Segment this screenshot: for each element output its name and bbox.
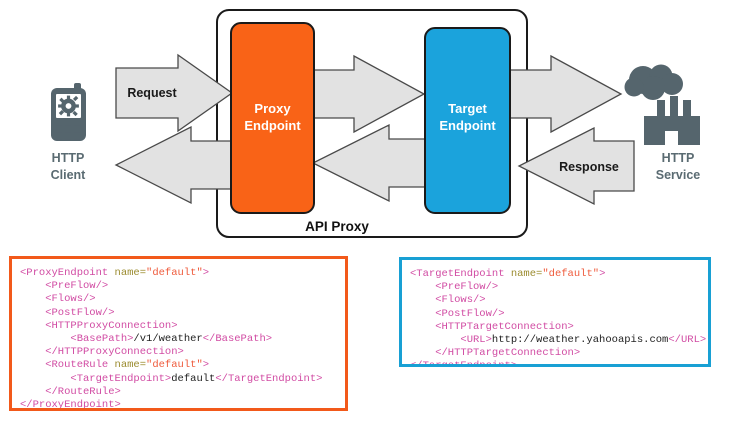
proxy-to-target-arrow — [312, 54, 426, 134]
proxy-endpoint-box[interactable] — [230, 22, 315, 214]
target-to-service-arrow — [509, 54, 623, 134]
code-token-tag: <TargetEndpoint> — [20, 372, 172, 385]
target-endpoint-label-line2: Endpoint — [439, 118, 496, 133]
proxy-endpoint-label-line1: Proxy — [254, 101, 291, 116]
request-arrow: Request — [115, 53, 234, 133]
http-client-label-line1: HTTP — [52, 151, 85, 165]
mobile-phone-gear-icon — [51, 83, 86, 141]
code-token-tag: </HTTPProxyConnection> — [20, 346, 184, 359]
code-token-val: "default" — [542, 268, 600, 280]
code-token-tag: </TargetEndpoint> — [410, 360, 518, 367]
code-line: <PreFlow/> — [20, 280, 345, 293]
code-token-tag: <TargetEndpoint — [410, 268, 511, 280]
code-token-tag: <PreFlow/> — [410, 281, 499, 294]
http-service-label-line1: HTTP — [662, 151, 695, 165]
code-line: <ProxyEndpoint name="default"> — [20, 267, 345, 280]
target-to-proxy-arrow — [311, 123, 431, 203]
factory-cloud-icon — [624, 64, 700, 145]
code-token-tag: </RouteRule> — [20, 385, 121, 398]
api-proxy-diagram: Request Response Proxy Endpoint — [51, 9, 701, 238]
proxy-endpoint-code-block: <ProxyEndpoint name="default"> <PreFlow/… — [9, 256, 348, 411]
code-line: <HTTPProxyConnection> — [20, 320, 345, 333]
http-service-node: HTTP Service — [624, 64, 701, 182]
code-token-text: /v1/weather — [133, 333, 203, 346]
target-endpoint-box[interactable] — [424, 27, 511, 214]
code-token-tag: > — [202, 267, 210, 279]
code-line: <Flows/> — [410, 294, 708, 307]
code-token-tag: </TargetEndpoint> — [215, 372, 323, 385]
code-token-tag: </URL> — [668, 334, 707, 347]
response-arrow: Response — [517, 126, 635, 206]
code-token-attr: name= — [114, 267, 147, 279]
code-line: <PostFlow/> — [410, 308, 708, 321]
code-token-tag: <Flows/> — [410, 294, 486, 307]
target-endpoint-label-line1: Target — [448, 101, 487, 116]
code-line: <URL>http://weather.yahooapis.com</URL> — [410, 334, 708, 347]
proxy-endpoint-label-line2: Endpoint — [244, 118, 301, 133]
code-line: <PreFlow/> — [410, 281, 708, 294]
code-token-tag: <BasePath> — [20, 333, 134, 346]
response-arrow-label: Response — [559, 160, 619, 174]
api-proxy-container-label: API Proxy — [305, 219, 369, 234]
http-client-node: HTTP Client — [51, 83, 87, 182]
code-token-attr: name= — [114, 359, 147, 372]
code-line: </TargetEndpoint> — [410, 360, 708, 367]
code-line: <BasePath>/v1/weather</BasePath> — [20, 333, 345, 346]
code-token-val: "default" — [146, 267, 203, 279]
code-token-val: "default" — [146, 359, 203, 372]
code-token-tag: > — [202, 359, 210, 372]
code-line: <PostFlow/> — [20, 307, 345, 320]
code-line: </HTTPProxyConnection> — [20, 346, 345, 359]
target-endpoint-code-block: <TargetEndpoint name="default"> <PreFlow… — [399, 257, 711, 367]
code-token-tag: </BasePath> — [202, 333, 273, 346]
code-token-tag: </HTTPTargetConnection> — [410, 347, 581, 360]
proxy-endpoint-node[interactable]: Proxy Endpoint — [230, 22, 315, 214]
code-token-tag: <RouteRule — [20, 359, 115, 372]
http-client-label-line2: Client — [51, 168, 87, 182]
code-line: <Flows/> — [20, 293, 345, 306]
code-token-tag: <HTTPProxyConnection> — [20, 319, 178, 332]
code-token-tag: > — [599, 268, 606, 280]
http-service-label-line2: Service — [656, 168, 701, 182]
code-line: <RouteRule name="default"> — [20, 359, 345, 372]
code-token-attr: name= — [510, 268, 543, 280]
target-endpoint-node[interactable]: Target Endpoint — [424, 27, 511, 214]
code-line: </RouteRule> — [20, 386, 345, 399]
code-token-tag: <URL> — [410, 334, 492, 347]
code-token-tag: </ProxyEndpoint> — [20, 399, 121, 411]
code-line: </ProxyEndpoint> — [20, 399, 345, 411]
proxy-to-client-arrow — [114, 125, 234, 205]
code-token-text: http://weather.yahooapis.com — [491, 334, 669, 347]
code-token-tag: <PostFlow/> — [410, 307, 505, 320]
code-token-tag: <PreFlow/> — [20, 280, 109, 293]
code-line: </HTTPTargetConnection> — [410, 347, 708, 360]
code-token-tag: <Flows/> — [20, 293, 96, 306]
code-token-tag: <ProxyEndpoint — [20, 267, 115, 279]
code-token-tag: <HTTPTargetConnection> — [410, 320, 574, 333]
code-line: <TargetEndpoint name="default"> — [410, 268, 708, 281]
code-token-text: default — [171, 372, 216, 385]
code-token-tag: <PostFlow/> — [20, 306, 115, 319]
request-arrow-label: Request — [127, 86, 177, 100]
code-line: <TargetEndpoint>default</TargetEndpoint> — [20, 373, 345, 386]
code-line: <HTTPTargetConnection> — [410, 321, 708, 334]
